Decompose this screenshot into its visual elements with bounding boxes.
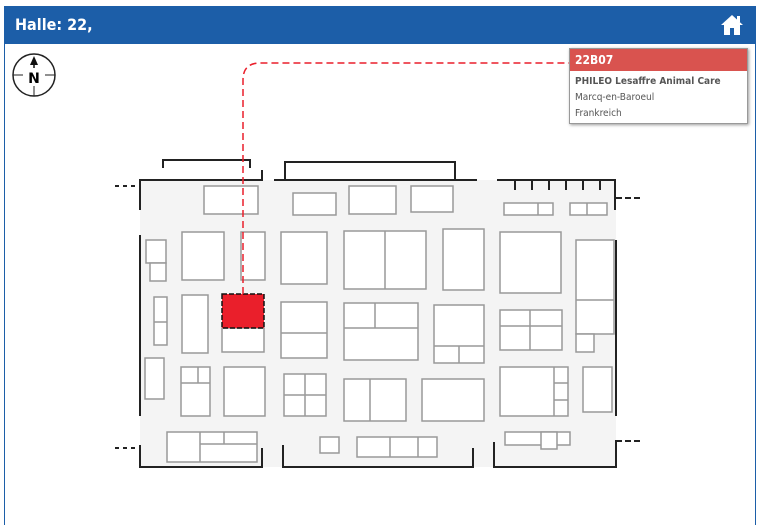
home-icon[interactable] (720, 14, 744, 36)
highlighted-stand-22B07[interactable] (221, 293, 265, 329)
stand-leader-line (242, 62, 569, 294)
stand-number: 22B07 (570, 49, 747, 71)
stand-info-popup[interactable]: 22B07 PHILEO Lesaffre Animal Care Marcq-… (569, 48, 748, 124)
exhibitor-country: Frankreich (575, 108, 622, 119)
exhibitor-city: Marcq-en-Baroeul (575, 92, 655, 103)
hall-walls (115, 159, 640, 468)
stands (144, 185, 615, 463)
hall-title: Halle: 22, (15, 15, 93, 34)
header-bar: Halle: 22, (4, 6, 756, 44)
svg-text:N: N (28, 71, 40, 87)
exhibitor-name[interactable]: PHILEO Lesaffre Animal Care (575, 76, 721, 87)
compass-north-icon: N (12, 53, 56, 97)
